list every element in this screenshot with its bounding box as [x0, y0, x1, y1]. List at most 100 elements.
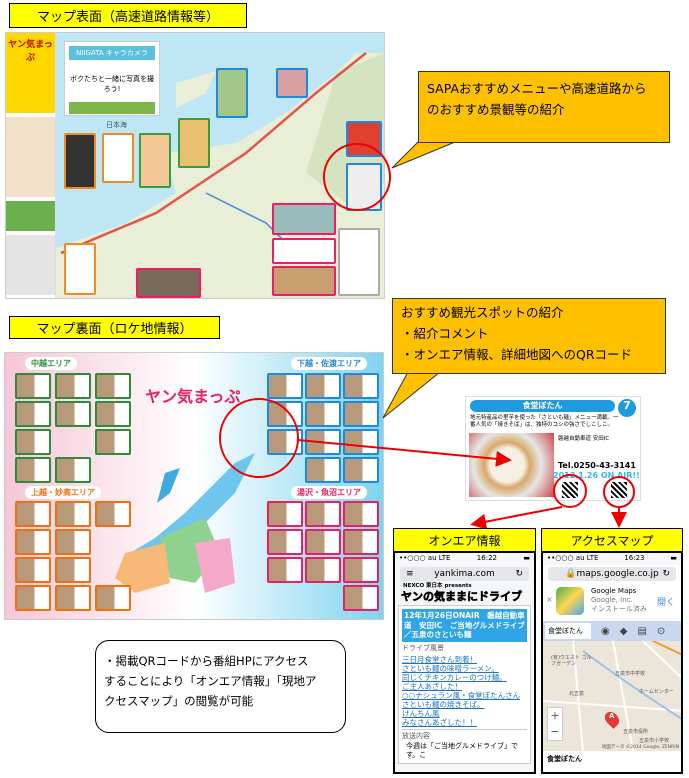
- section2-title: マップ裏面（ロケ地情報）: [9, 316, 220, 339]
- location-card: [267, 529, 303, 555]
- section-heading: ドライブ風景: [402, 643, 444, 652]
- location-card: [267, 501, 303, 527]
- location-card: [15, 501, 51, 527]
- map-place-label: 五泉市役所: [623, 729, 649, 735]
- clock: 16:23: [624, 554, 645, 562]
- spot-card: [272, 238, 336, 264]
- reload-icon[interactable]: ↻: [515, 569, 523, 579]
- spot-card: [64, 243, 96, 295]
- blog-link[interactable]: さといも麺の焼きそば。: [402, 699, 485, 709]
- location-card: [305, 457, 341, 483]
- app-status: インストール済み: [591, 605, 647, 613]
- spot-name: 食堂ぼたん: [470, 400, 615, 412]
- note-line: クセスマップ」の閲覧が可能: [104, 694, 254, 708]
- sea-label: 日本海: [106, 121, 127, 129]
- spot-access: 磐越自動車道 安田IC: [558, 436, 610, 442]
- location-card: [305, 401, 341, 427]
- spot-card: [64, 133, 96, 189]
- close-icon[interactable]: ×: [546, 595, 553, 604]
- location-card: [267, 373, 303, 399]
- qr-highlight-circle: [553, 474, 587, 508]
- blog-link[interactable]: ご主人あざした！: [402, 681, 462, 691]
- map-place-label: ホームセンター: [639, 689, 674, 695]
- side-panel: ヤン気まっぷ: [6, 33, 56, 298]
- location-card: [343, 457, 379, 483]
- niigata-map: [115, 453, 255, 593]
- more-icon[interactable]: ⊙: [656, 625, 666, 637]
- expressway-map-front: ヤン気まっぷ NIIGATA キャラカメラ ボクたちと一緒に写真を撮ろう! 日本…: [5, 32, 385, 299]
- menu-icon[interactable]: ≡: [406, 569, 414, 579]
- camera-text: ボクたちと一緒に写真を撮ろう!: [70, 75, 154, 93]
- battery-icon: ▬: [670, 554, 677, 562]
- location-card: [55, 401, 91, 427]
- location-card: [305, 529, 341, 555]
- location-card: [55, 529, 91, 555]
- location-card: [55, 585, 91, 611]
- map-search-box[interactable]: 食堂ぼたん: [545, 623, 591, 639]
- blog-link[interactable]: ○○ナシュラン風・食堂ぼたんさん: [402, 690, 521, 700]
- locate-icon[interactable]: ◉: [601, 625, 610, 637]
- legend-box: [338, 228, 380, 296]
- location-card: [343, 429, 379, 455]
- spot-card: [178, 118, 210, 168]
- location-card: [305, 373, 341, 399]
- body-text: 今週は「ご当地グルメドライブ」です。こ: [406, 741, 518, 759]
- note-box: ・掲載QRコードから番組HPにアクセス することにより「オンエア情報」「現地ア …: [95, 640, 346, 733]
- carrier: ••○○○ au LTE: [399, 554, 451, 562]
- location-card: [343, 557, 379, 583]
- callout-line: のおすすめ景観等の紹介: [427, 102, 565, 117]
- google-maps-app-icon: [556, 587, 584, 615]
- area-label-yuzawa-uonuma: 湯沢・魚沼エリア: [291, 486, 367, 499]
- location-card: [55, 457, 91, 483]
- spot-card: [216, 68, 248, 118]
- reload-icon[interactable]: ↻: [662, 569, 670, 579]
- roads: [543, 641, 681, 751]
- location-card: [343, 585, 379, 611]
- blog-link[interactable]: 三日月食堂さん到着！: [402, 654, 477, 664]
- zoom-out-button[interactable]: −: [550, 725, 560, 738]
- blog-link[interactable]: 同じくチキンカレーのつけ麺。: [402, 672, 507, 682]
- section1-title: マップ表面（高速道路情報等）: [9, 3, 247, 28]
- area-label-joetsu-myoko: 上越・妙高エリア: [25, 486, 101, 499]
- map-view[interactable]: A +− (有)ウエスト ゴルフガーデン五泉市中学校ホームセンター五泉市役所五泉…: [543, 641, 681, 751]
- blog-link[interactable]: けんちん風: [402, 708, 440, 718]
- sponsor: NEXCO 東日本 presents: [403, 583, 472, 589]
- map-copyright: 地図データ ©2014 Google, ZENRIN: [601, 745, 679, 750]
- blog-link[interactable]: さといも麺の味噌ラーメン。: [402, 663, 499, 673]
- map-place-label: (有)ウエスト ゴルフガーデン: [551, 655, 592, 667]
- location-card: [95, 401, 131, 427]
- directions-icon[interactable]: ◆: [619, 625, 628, 637]
- map-place-label: 北五泉: [569, 691, 585, 697]
- place-name: 食堂ぼたん: [547, 755, 582, 763]
- app-vendor: Google, Inc.: [591, 596, 633, 604]
- map-place-label: 五泉市小学校: [639, 738, 670, 744]
- location-card: [305, 429, 341, 455]
- location-card: [15, 401, 51, 427]
- location-map-back: 中越エリア 下越・佐渡エリア 上越・妙高エリア 湯沢・魚沼エリア ヤン気まっぷ: [4, 352, 384, 620]
- address-bar[interactable]: ≡yankima.com↻: [400, 567, 529, 581]
- location-card: [343, 501, 379, 527]
- callout-sapa: SAPAおすすめメニューや高速道路から のおすすめ景観等の紹介: [418, 71, 670, 143]
- location-card: [343, 529, 379, 555]
- location-card: [55, 501, 91, 527]
- map-title: ヤン気まっぷ: [145, 387, 241, 406]
- location-card: [95, 373, 131, 399]
- area-label-kaetsu-sado: 下越・佐渡エリア: [291, 357, 367, 370]
- location-card: [267, 557, 303, 583]
- note-line: することにより「オンエア情報」「現地ア: [104, 674, 317, 688]
- clock: 16:22: [476, 554, 497, 562]
- location-card: [95, 429, 131, 455]
- list-icon[interactable]: ▤: [637, 625, 647, 637]
- open-app-button[interactable]: 開く: [656, 598, 675, 608]
- location-card: [305, 557, 341, 583]
- note-line: ・掲載QRコードから番組HPにアクセス: [104, 654, 309, 668]
- location-card: [15, 373, 51, 399]
- camera-title: NIIGATA キャラカメラ: [69, 46, 155, 60]
- spot-card: [136, 268, 201, 298]
- qr-highlight-circle: [603, 476, 635, 508]
- zoom-in-button[interactable]: +: [550, 709, 560, 722]
- address-bar[interactable]: 🔒maps.google.co.jp↻: [548, 567, 676, 581]
- location-card: [305, 501, 341, 527]
- blog-link[interactable]: みなさんあざした！！: [402, 717, 477, 727]
